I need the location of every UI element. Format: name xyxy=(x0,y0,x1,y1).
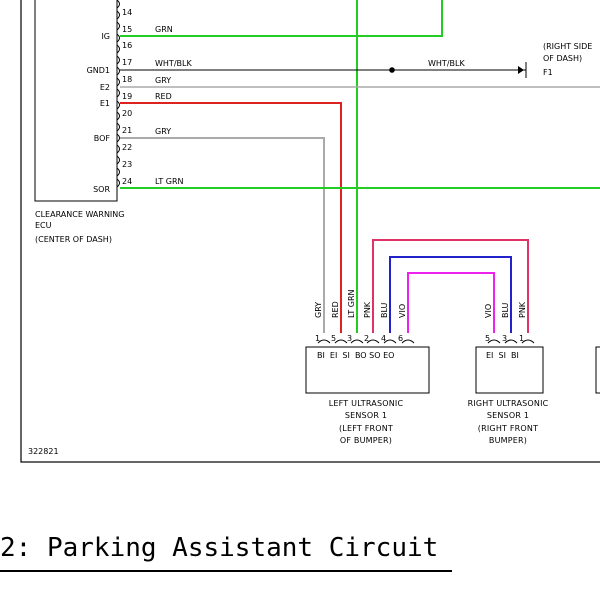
ground-arrow xyxy=(518,66,524,74)
left-sensor-connector xyxy=(317,339,415,344)
left-sensor-pin-5: 5 xyxy=(331,334,336,343)
ecu-pin-14: 14 xyxy=(122,8,132,17)
ecu-caption-line-3: (CENTER OF DASH) xyxy=(35,235,112,244)
wire-gry-21 xyxy=(120,137,325,333)
ecu-caption-line-2: ECU xyxy=(35,221,52,230)
ecu-terminal-sor: SOR xyxy=(93,185,110,194)
wire-label-lt-grn: LT GRN xyxy=(155,177,184,186)
right-sensor-terminals: EI SI BI xyxy=(486,351,519,360)
right-sensor-wire-pnk: PNK xyxy=(518,301,527,318)
left-sensor-terminals: BI EI SI BO SO EO xyxy=(317,351,394,360)
ecu-terminal-bof: BOF xyxy=(94,134,111,143)
figure-caption: 2: Parking Assistant Circuit xyxy=(0,533,439,563)
left-sensor-box xyxy=(305,346,430,394)
ecu-pin-21: 21 xyxy=(122,126,132,135)
right-sensor-wire-blu: BLU xyxy=(501,302,510,318)
right-sensor-box xyxy=(475,346,544,394)
wire-pnk-bridge xyxy=(372,239,529,333)
ecu-pin-24: 24 xyxy=(122,177,132,186)
wire-vio-bridge xyxy=(407,272,495,333)
caption-underline xyxy=(0,570,452,572)
third-sensor-box-partial xyxy=(595,346,600,394)
ecu-caption-line-1: CLEARANCE WARNING xyxy=(35,210,124,219)
ecu-connector xyxy=(116,0,120,188)
left-sensor-pin-3: 3 xyxy=(347,334,352,343)
left-sensor-wire-pnk: PNK xyxy=(363,301,372,318)
ecu-terminal-e2: E2 xyxy=(100,83,110,92)
left-sensor-caption-line-1: LEFT ULTRASONIC xyxy=(329,399,404,408)
wire-grn xyxy=(120,0,443,37)
left-sensor-wire-vio: VIO xyxy=(398,304,407,318)
right-sensor-caption-line-3: (RIGHT FRONT xyxy=(478,424,538,433)
left-sensor-pin-4: 4 xyxy=(381,334,386,343)
ecu-pin-16: 16 xyxy=(122,41,132,50)
ecu-terminal-gnd1: GND1 xyxy=(87,66,110,75)
ecu-pin-17: 17 xyxy=(122,58,132,67)
left-sensor-pin-2: 2 xyxy=(364,334,369,343)
left-sensor-caption-line-3: (LEFT FRONT xyxy=(339,424,393,433)
wire-label-gry-18: GRY xyxy=(155,76,171,85)
wire-label-wht-blk: WHT/BLK xyxy=(155,59,192,68)
wire-label-gry-21: GRY xyxy=(155,127,171,136)
wire-blu-bridge xyxy=(389,256,512,333)
right-sensor-caption-line-1: RIGHT ULTRASONIC xyxy=(468,399,549,408)
ecu-box xyxy=(34,0,118,202)
ecu-pin-15: 15 xyxy=(122,25,132,34)
right-sensor-pin-3: 3 xyxy=(502,334,507,343)
ecu-pin-20: 20 xyxy=(122,109,132,118)
ecu-terminal-e1: E1 xyxy=(100,99,110,108)
wire-red xyxy=(120,102,342,333)
left-sensor-wire-blu: BLU xyxy=(380,302,389,318)
ecu-pin-19: 19 xyxy=(122,92,132,101)
ground-location-line-2: OF DASH) xyxy=(543,54,582,63)
ecu-terminal-ig: IG xyxy=(101,32,110,41)
wire-label-grn: GRN xyxy=(155,25,173,34)
ecu-pin-18: 18 xyxy=(122,75,132,84)
left-sensor-pin-1: 1 xyxy=(315,334,320,343)
right-sensor-connector xyxy=(487,339,535,344)
splice-point xyxy=(389,67,395,73)
left-sensor-pin-6: 6 xyxy=(398,334,403,343)
left-sensor-caption-line-4: OF BUMPER) xyxy=(340,436,392,445)
ecu-pin-22: 22 xyxy=(122,143,132,152)
right-sensor-pin-1: 1 xyxy=(519,334,524,343)
wire-label-wht-blk-right: WHT/BLK xyxy=(428,59,465,68)
left-sensor-caption-line-2: SENSOR 1 xyxy=(345,411,387,420)
right-sensor-caption-line-2: SENSOR 1 xyxy=(487,411,529,420)
right-sensor-pin-5: 5 xyxy=(485,334,490,343)
right-sensor-caption-line-4: BUMPER) xyxy=(489,436,527,445)
ground-location-line-1: (RIGHT SIDE xyxy=(543,42,592,51)
ecu-pin-23: 23 xyxy=(122,160,132,169)
ground-id: F1 xyxy=(543,68,553,77)
left-sensor-wire-red: RED xyxy=(331,301,340,318)
left-sensor-wire-lt-grn: LT GRN xyxy=(347,289,356,318)
wire-label-red: RED xyxy=(155,92,172,101)
left-sensor-wire-gry: GRY xyxy=(314,302,323,318)
wiring-diagram: 14 15 16 17 18 19 20 21 22 23 24 IG GND1… xyxy=(20,0,600,463)
right-sensor-wire-vio: VIO xyxy=(484,304,493,318)
diagram-frame xyxy=(20,0,600,463)
diagram-id: 322821 xyxy=(28,447,59,456)
